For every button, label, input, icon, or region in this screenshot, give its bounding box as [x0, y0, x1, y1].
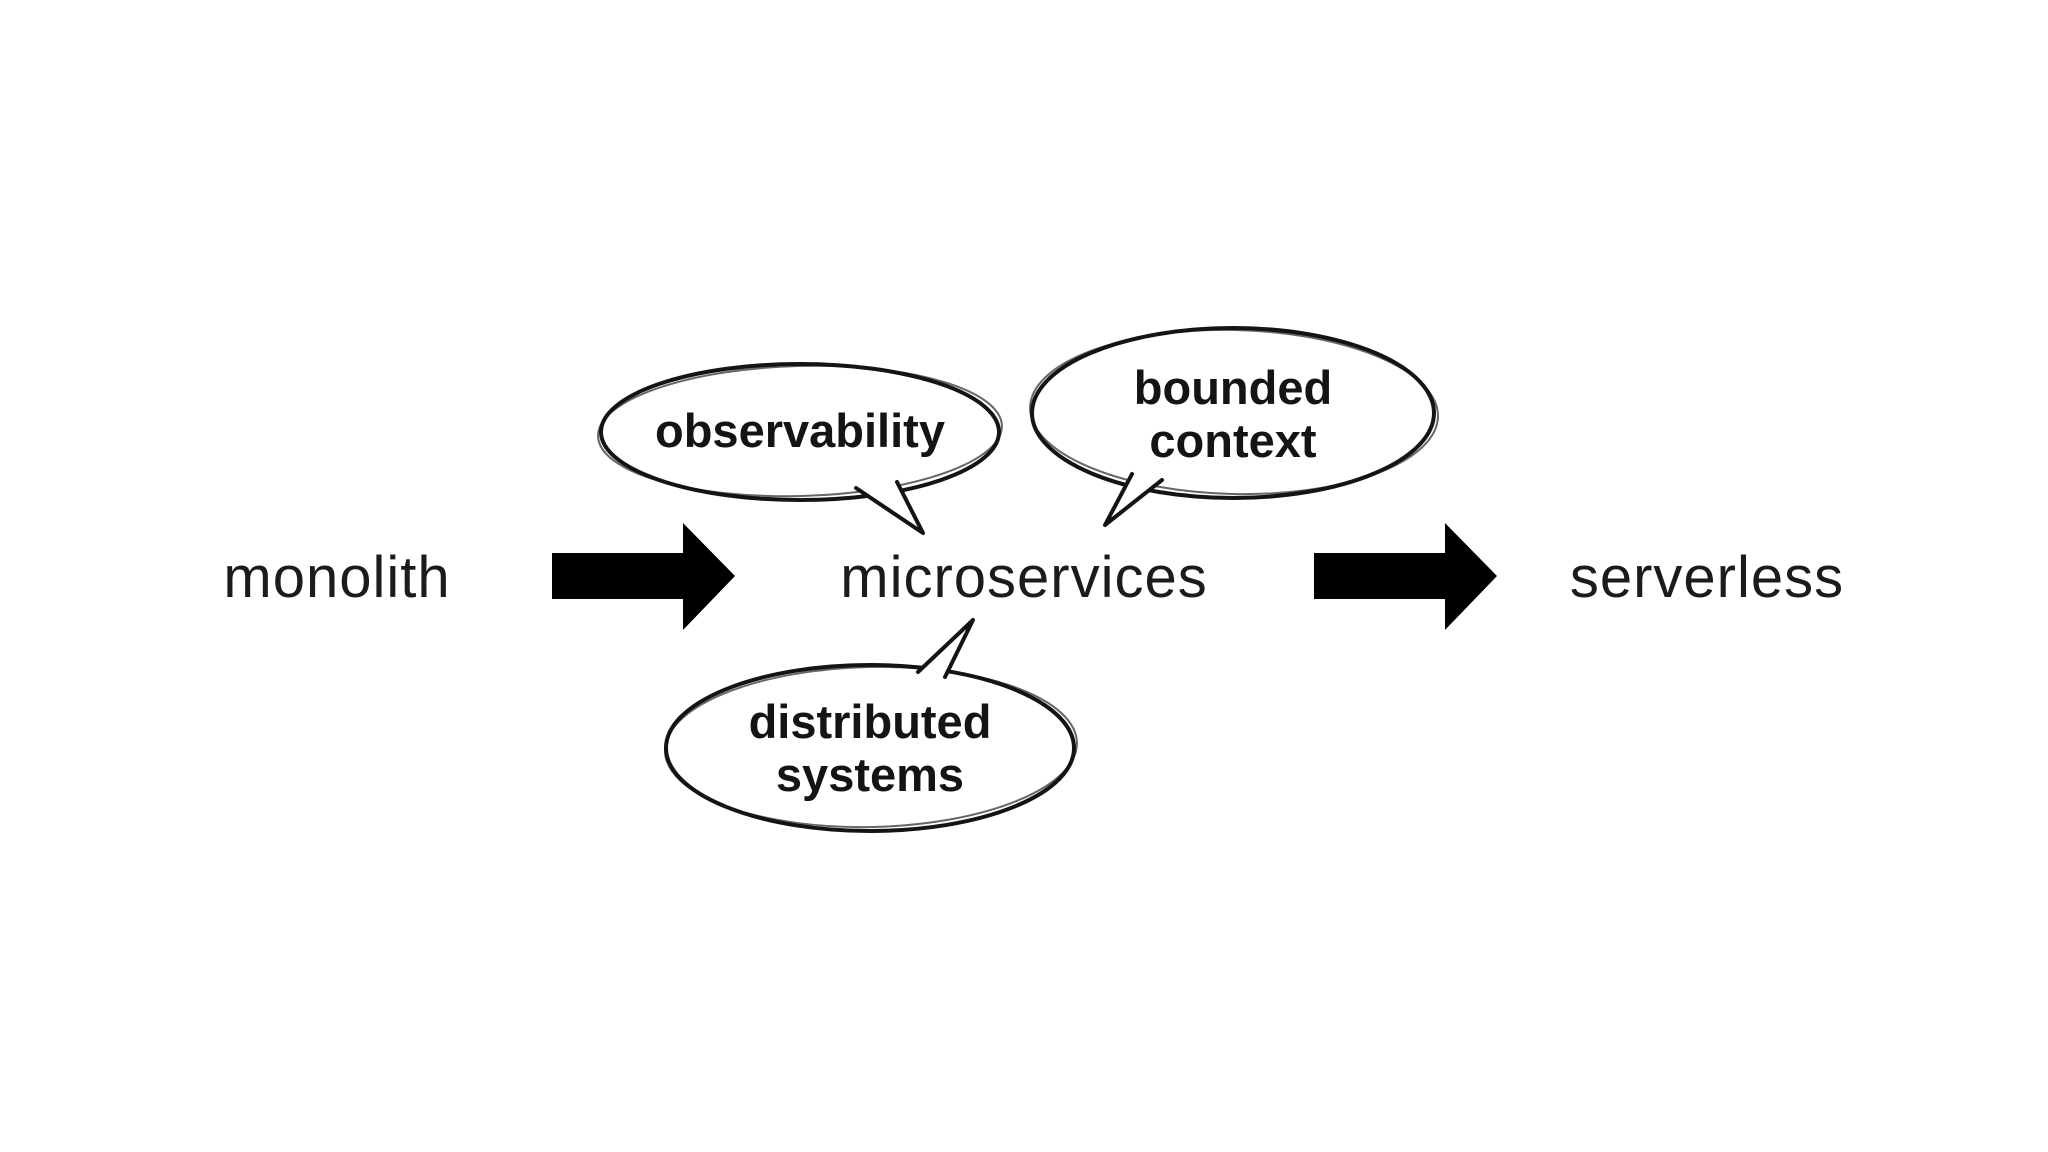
- stage-label-monolith: monolith: [223, 545, 451, 610]
- bubble-text-line: systems: [775, 748, 965, 801]
- bubble-text-line: context: [1149, 414, 1317, 467]
- bubble-label-bounded-context: bounded context: [1053, 361, 1413, 467]
- arrow-right-icon: [1314, 523, 1497, 630]
- bubble-text-line: distributed: [748, 695, 992, 748]
- speech-bubble-tail: [1103, 472, 1164, 527]
- speech-bubble-outline: [664, 618, 1078, 833]
- bubble-label-observability: observability: [620, 404, 980, 457]
- speech-bubble-tail: [916, 618, 975, 679]
- speech-bubble-outline: [597, 362, 1003, 535]
- bubble-label-distributed-systems: distributed systems: [690, 695, 1050, 801]
- arrow-right-icon: [552, 523, 735, 630]
- stage-label-microservices: microservices: [840, 545, 1208, 610]
- stage-label-serverless: serverless: [1569, 545, 1845, 610]
- speech-bubble-tail: [854, 480, 925, 535]
- bubble-text-line: observability: [655, 404, 945, 457]
- speech-bubble-outline: [1029, 326, 1439, 527]
- bubble-text-line: bounded: [1133, 361, 1333, 414]
